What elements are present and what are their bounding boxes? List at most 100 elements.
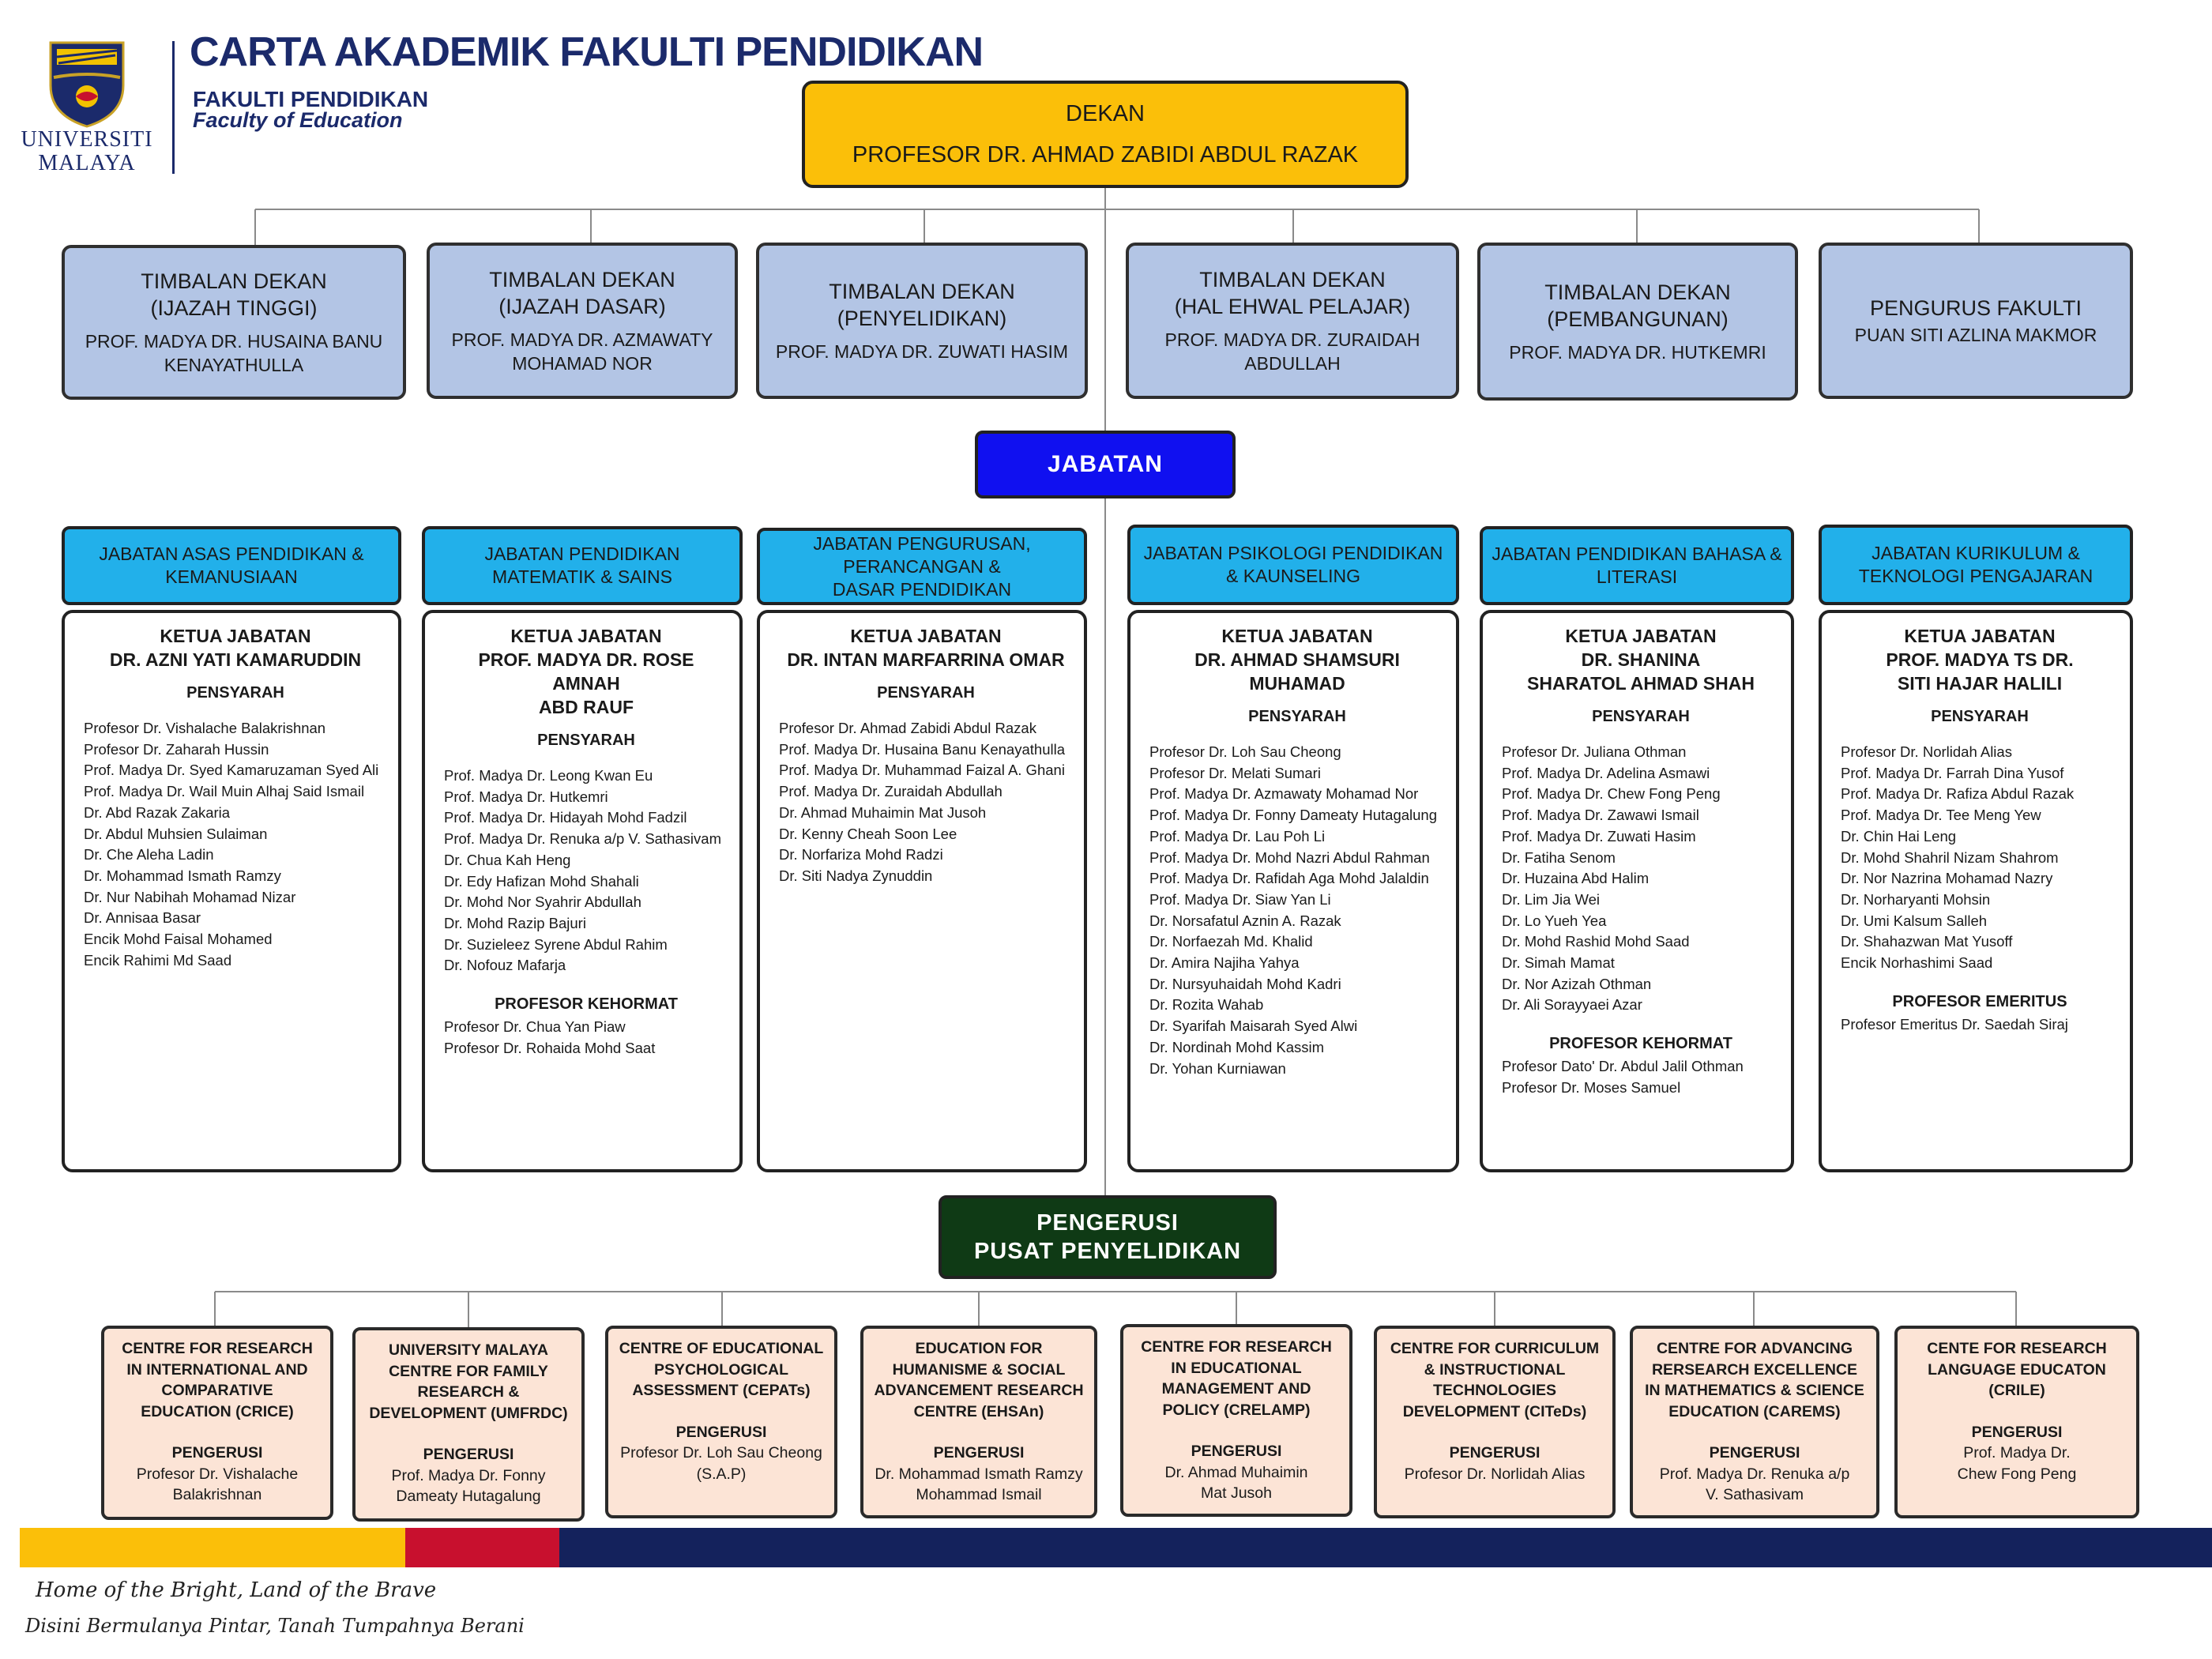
- lecturer-name: Encik Mohd Faisal Mohamed: [84, 931, 273, 948]
- deputy-name: PROF. MADYA DR. ZUWATI HASIM: [775, 341, 1069, 362]
- centre-name-line: RESEARCH &: [417, 1383, 520, 1401]
- chair-name-line: Profesor Dr. Vishalache: [136, 1465, 299, 1483]
- lecturer-name: Dr. Amira Najiha Yahya: [1149, 954, 1300, 972]
- lecturer-name: Dr. Nursyuhaidah Mohd Kadri: [1149, 975, 1341, 992]
- lecturer-name: Dr. Nofouz Mafarja: [444, 957, 566, 974]
- lecturer-name: Dr. Mohd Rashid Mohd Saad: [1502, 933, 1690, 950]
- centre-name-line: POLICY (CRELAMP): [1162, 1401, 1311, 1419]
- centre-name-line: DEVELOPMENT (CITeDs): [1402, 1402, 1587, 1420]
- chair-name-line: Chew Fong Peng: [1957, 1465, 2077, 1483]
- lecturer-name: Dr. Abdul Muhsien Sulaiman: [84, 825, 268, 842]
- lecturer-name: Prof. Madya Dr. Farrah Dina Yusof: [1841, 764, 2064, 781]
- centre-name-line: & INSTRUCTIONAL: [1424, 1360, 1566, 1379]
- deputy-title: TIMBALAN DEKAN: [829, 280, 1015, 303]
- lecturer-name: Dr. Siti Nadya Zynuddin: [779, 867, 933, 884]
- lecturer-name: Profesor Dr. Norlidah Alias: [1841, 743, 2012, 760]
- deputy-portfolio: (PEMBANGUNAN): [1547, 307, 1729, 331]
- lecturer-name: Profesor Dr. Loh Sau Cheong: [1149, 743, 1341, 760]
- honorary-label: PROFESOR KEHORMAT: [1549, 1035, 1732, 1053]
- deputy-portfolio: (IJAZAH DASAR): [498, 295, 666, 318]
- deputy-dean-box: TIMBALAN DEKAN (PEMBANGUNAN) PROF. MADYA…: [1477, 243, 1798, 401]
- head-of-department-name: DR. AHMAD SHAMSURI MUHAMAD: [1194, 649, 1400, 694]
- lecturer-name: Dr. Yohan Kurniawan: [1149, 1059, 1286, 1077]
- lecturer-name: Dr. Lim Jia Wei: [1502, 890, 1601, 908]
- lecturers-label: PENSYARAH: [1248, 708, 1346, 725]
- department-name-line: TEKNOLOGI PENGAJARAN: [1858, 566, 2094, 586]
- department-name-line: MATEMATIK & SAINS: [492, 566, 672, 587]
- lecturer-name: Dr. Umi Kalsum Salleh: [1841, 912, 1988, 929]
- lecturer-name: Dr. Mohd Razip Bajuri: [444, 914, 586, 931]
- department-header: JABATAN PENGURUSAN,PERANCANGAN &DASAR PE…: [757, 528, 1087, 605]
- head-of-department-label: KETUA JABATAN: [1904, 626, 2056, 646]
- deputy-name-line2: ABDULLAH: [1244, 353, 1341, 374]
- lecturer-name: Prof. Madya Dr. Hutkemri: [444, 788, 608, 805]
- centre-name-line: HUMANISME & SOCIAL: [892, 1360, 1066, 1379]
- lecturer-name: Dr. Norsafatul Aznin A. Razak: [1149, 912, 1341, 929]
- footer-bar-red: [405, 1528, 559, 1567]
- lecturer-name: Dr. Fatiha Senom: [1502, 848, 1616, 866]
- honorary-professor-name: Profesor Dr. Rohaida Mohd Saat: [444, 1039, 656, 1056]
- jabatan-label-box: JABATAN: [975, 431, 1236, 498]
- head-of-department-label: KETUA JABATAN: [160, 626, 311, 646]
- page-title: CARTA AKADEMIK FAKULTI PENDIDIKAN: [190, 29, 984, 75]
- lecturer-name: Dr. Annisaa Basar: [84, 909, 201, 927]
- centre-name-line: COMPARATIVE: [161, 1382, 273, 1399]
- centre-name-line: LANGUAGE EDUCATON: [1928, 1360, 2106, 1379]
- lecturers-label: PENSYARAH: [877, 684, 975, 702]
- lecturer-name: Dr. Huzaina Abd Halim: [1502, 870, 1650, 887]
- chair-name-line: Profesor Dr. Norlidah Alias: [1404, 1465, 1586, 1483]
- chair-name-line: Profesor Dr. Loh Sau Cheong: [620, 1444, 822, 1462]
- university-name-line1: UNIVERSITI: [21, 127, 153, 152]
- lecturer-name: Prof. Madya Dr. Zuraidah Abdullah: [779, 783, 1003, 800]
- lecturer-name: Prof. Madya Dr. Husaina Banu Kenayathull…: [779, 740, 1065, 758]
- manager-name: PUAN SITI AZLINA MAKMOR: [1854, 325, 2097, 345]
- department-name-line: & KAUNSELING: [1226, 566, 1360, 586]
- deputy-title: TIMBALAN DEKAN: [1544, 280, 1731, 304]
- lecturer-name: Dr. Suzieleez Syrene Abdul Rahim: [444, 935, 668, 953]
- lecturer-name: Prof. Madya Dr. Leong Kwan Eu: [444, 767, 653, 784]
- department-name-line: JABATAN PENGURUSAN,: [813, 532, 1031, 554]
- centre-name-line: EDUCATION FOR: [915, 1340, 1043, 1357]
- deputy-name-line1: PROF. MADYA DR. HUSAINA BANU: [85, 331, 383, 352]
- centre-name-line: (CRILE): [1988, 1382, 2045, 1399]
- centre-name-line: UNIVERSITY MALAYA: [389, 1341, 548, 1359]
- head-of-department-name: DR. INTAN MARFARRINA OMAR: [787, 649, 1065, 670]
- department-name-line: JABATAN PENDIDIKAN: [484, 544, 680, 564]
- lecturer-name: Dr. Chua Kah Heng: [444, 851, 571, 868]
- lecturers-label: PENSYARAH: [1592, 708, 1690, 725]
- chair-name-line: Prof. Madya Dr. Renuka a/p: [1659, 1465, 1850, 1483]
- lecturer-name: Dr. Kenny Cheah Soon Lee: [779, 825, 957, 842]
- deputy-dean-box: TIMBALAN DEKAN (PENYELIDIKAN) PROF. MADY…: [756, 243, 1088, 399]
- centre-name-line: CENTRE FOR RESEARCH: [1141, 1338, 1332, 1356]
- chair-name-line: V. Sathasivam: [1706, 1486, 1804, 1503]
- chair-name-line: Dr. Ahmad Muhaimin: [1164, 1463, 1308, 1481]
- centre-name-line: CENTRE FOR RESEARCH: [122, 1340, 313, 1357]
- honorary-professor-name: Profesor Emeritus Dr. Saedah Siraj: [1841, 1015, 2068, 1033]
- lecturer-name: Profesor Dr. Zaharah Hussin: [84, 740, 269, 758]
- lecturer-name: Prof. Madya Dr. Mohd Nazri Abdul Rahman: [1149, 848, 1430, 866]
- department-name-line: DASAR PENDIDIKAN: [832, 578, 1012, 600]
- chair-label: PENGERUSI: [1709, 1444, 1800, 1462]
- lecturer-name: Prof. Madya Dr. Hidayah Mohd Fadzil: [444, 809, 687, 826]
- lecturer-name: Encik Rahimi Md Saad: [84, 951, 232, 969]
- chair-label: PENGERUSI: [423, 1446, 514, 1463]
- centre-name-line: CENTRE FOR ADVANCING: [1656, 1340, 1853, 1357]
- chair-name-line: Mohammad Ismail: [916, 1486, 1042, 1503]
- deputy-name-line2: MOHAMAD NOR: [512, 353, 653, 374]
- chair-name-line: (S.A.P): [696, 1465, 747, 1483]
- centre-name-line: CENTRE FOR CURRICULUM: [1390, 1340, 1600, 1357]
- department-header: JABATAN PSIKOLOGI PENDIDIKAN& KAUNSELING: [1127, 525, 1459, 605]
- footer-bar-yellow: [20, 1528, 405, 1567]
- centre-name-line: RERSEARCH EXCELLENCE: [1651, 1360, 1858, 1379]
- head-of-department-name: DR. AZNI YATI KAMARUDDIN: [109, 649, 362, 670]
